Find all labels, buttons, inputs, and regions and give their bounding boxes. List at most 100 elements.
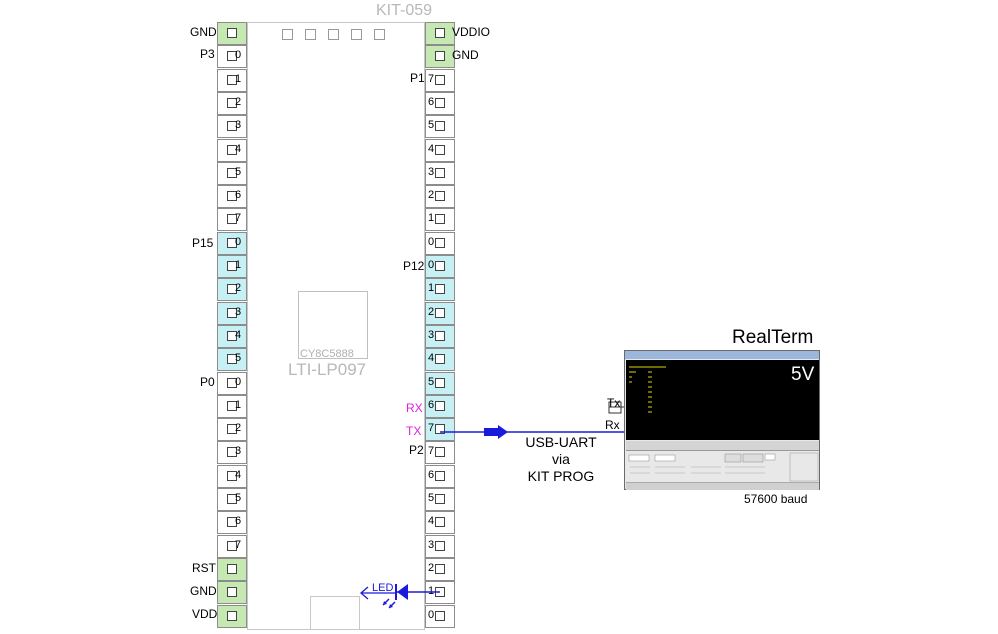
left-pin-pad bbox=[227, 587, 237, 598]
right-pin-number: 6 bbox=[428, 398, 435, 411]
left-pin-pad bbox=[227, 377, 237, 388]
left-pin-number: 6 bbox=[235, 515, 242, 528]
right-pin-number: 7 bbox=[428, 72, 435, 85]
right-pin-pad bbox=[435, 97, 445, 108]
label-p15: P15 bbox=[192, 236, 214, 250]
realterm-statusbar bbox=[626, 482, 819, 490]
left-pin-number: 4 bbox=[235, 468, 242, 481]
label-rst: RST bbox=[192, 561, 216, 575]
right-pin-cell: 6 bbox=[425, 394, 455, 418]
left-pin-pad bbox=[227, 97, 237, 108]
right-pin-cell: 6 bbox=[425, 464, 455, 488]
label-vddio: VDDIO bbox=[452, 25, 491, 39]
label-tx: TX bbox=[406, 424, 422, 438]
right-pin-pad bbox=[435, 494, 445, 504]
left-pin-number: 7 bbox=[235, 212, 242, 225]
left-pin-number: 5 bbox=[235, 352, 242, 365]
right-pin-pad bbox=[435, 214, 445, 225]
left-pin-cell: 4 bbox=[217, 324, 247, 348]
realterm-tx: Tx bbox=[607, 396, 621, 410]
left-pin-cell: 7 bbox=[217, 208, 247, 232]
right-pin-cell: 5 bbox=[425, 115, 455, 139]
right-pin-pad bbox=[435, 447, 445, 458]
left-pin-number: 5 bbox=[235, 492, 242, 504]
right-pin-pad bbox=[435, 540, 445, 551]
right-pin-cell: 4 bbox=[425, 348, 455, 372]
left-pin-cell: 4 bbox=[217, 464, 247, 488]
right-pin-number: 4 bbox=[428, 515, 435, 528]
header-pin bbox=[374, 29, 385, 40]
left-pin-pad bbox=[227, 167, 237, 178]
left-pin-pad bbox=[227, 28, 237, 38]
right-pin-number: 5 bbox=[428, 375, 435, 388]
right-pin-pad bbox=[435, 424, 445, 435]
right-pin-cell: 1 bbox=[425, 278, 455, 302]
right-pin-cell: 2 bbox=[425, 185, 455, 209]
left-pin-number: 2 bbox=[235, 282, 242, 295]
right-pin-pad bbox=[435, 121, 445, 132]
right-pin-cell: 2 bbox=[425, 557, 455, 581]
left-pin-pad bbox=[227, 447, 237, 458]
right-pin-number: 3 bbox=[428, 165, 435, 178]
tx-arrow bbox=[484, 425, 508, 439]
left-pin-number: 1 bbox=[235, 259, 242, 271]
right-pin-pad bbox=[435, 51, 445, 62]
right-pin-cell: 0 bbox=[425, 255, 455, 278]
realterm-terminal: 5V bbox=[626, 360, 819, 440]
right-pin-cell: 7 bbox=[425, 441, 455, 465]
realterm-voltage: 5V bbox=[791, 364, 815, 385]
right-pin-pad bbox=[435, 28, 445, 38]
label-p2: P2 bbox=[409, 443, 424, 457]
right-pin-number: 0 bbox=[428, 259, 435, 271]
led-ray-head bbox=[383, 601, 387, 605]
left-pin-number: 1 bbox=[235, 72, 242, 85]
led-diode bbox=[397, 584, 408, 600]
left-pin-cell: 1 bbox=[217, 255, 247, 278]
realterm-rx: Rx bbox=[605, 418, 620, 432]
led-label: LED bbox=[372, 582, 394, 594]
right-pin-cell bbox=[425, 45, 455, 69]
header-pin bbox=[305, 29, 316, 40]
right-pin-cell: 0 bbox=[425, 231, 455, 255]
left-pin-number: 3 bbox=[235, 119, 242, 132]
left-pin-pad bbox=[227, 610, 237, 621]
right-pin-cell: 3 bbox=[425, 324, 455, 348]
left-pin-cell: 2 bbox=[217, 418, 247, 442]
left-pin-cell: 0 bbox=[217, 45, 247, 69]
right-pin-number: 1 bbox=[428, 585, 435, 598]
left-pin-pad bbox=[227, 284, 237, 295]
right-pin-cell: 4 bbox=[425, 138, 455, 162]
left-pin-cell: 0 bbox=[217, 371, 247, 395]
left-pin-cell: 6 bbox=[217, 511, 247, 535]
realterm-titlebar bbox=[625, 351, 819, 359]
right-pin-cell: 1 bbox=[425, 208, 455, 232]
right-pin-pad bbox=[435, 610, 445, 621]
left-pin-cell: 2 bbox=[217, 91, 247, 115]
realterm-title: RealTerm bbox=[732, 327, 814, 348]
right-pin-number: 2 bbox=[428, 305, 435, 318]
right-pin-number: 3 bbox=[428, 328, 435, 341]
left-pin-pad bbox=[227, 237, 237, 248]
right-pin-number: 4 bbox=[428, 352, 435, 365]
chip bbox=[298, 291, 368, 359]
label-gnd-bottom: GND bbox=[190, 584, 217, 598]
right-pin-pad bbox=[435, 284, 445, 295]
left-pin-pad bbox=[227, 470, 237, 481]
realterm-window: 5V bbox=[624, 350, 820, 490]
right-pin-number: 2 bbox=[428, 561, 435, 574]
module-label: LTI-LP097 bbox=[288, 360, 367, 379]
right-pin-pad bbox=[435, 470, 445, 481]
left-pin-pad bbox=[227, 191, 237, 202]
left-pin-pad bbox=[227, 400, 237, 411]
right-pin-cell: 3 bbox=[425, 161, 455, 185]
right-pin-cell: 2 bbox=[425, 301, 455, 325]
right-pin-number: 0 bbox=[428, 235, 435, 248]
left-pin-pad bbox=[227, 307, 237, 318]
left-pin-number: 0 bbox=[235, 235, 242, 248]
label-p12: P12 bbox=[403, 259, 425, 273]
left-pin-number: 4 bbox=[235, 142, 242, 155]
left-pin-cell: 4 bbox=[217, 138, 247, 162]
left-pin-pad bbox=[227, 121, 237, 132]
right-pin-pad bbox=[435, 517, 445, 528]
left-pin-cell: 7 bbox=[217, 534, 247, 558]
